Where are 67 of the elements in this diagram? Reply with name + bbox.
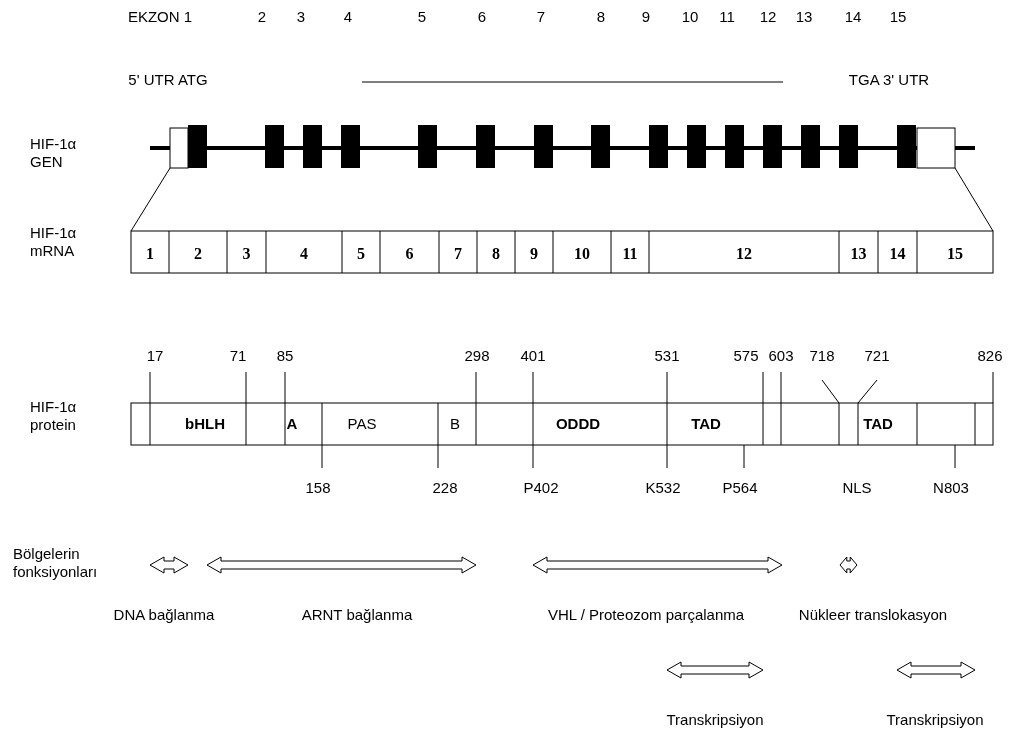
site-label: 158 [305, 479, 331, 497]
exon-number: 7 [454, 245, 462, 263]
residue-number: 531 [654, 347, 680, 365]
exon-number: 3 [296, 8, 306, 26]
domain-label: B [450, 415, 460, 433]
site-label: NLS [842, 479, 872, 497]
exon-number: EKZON 1 [127, 8, 193, 26]
residue-number: 826 [977, 347, 1003, 365]
row-label: Bölgelerin fonksiyonları [13, 545, 99, 581]
exon-number: 15 [889, 8, 907, 26]
utr-label: TGA 3' UTR [848, 71, 930, 89]
exon-number: 10 [574, 245, 590, 263]
function-label: VHL / Proteozom parçalanma [547, 606, 745, 624]
exon-number: 11 [719, 8, 735, 26]
exon-number: 12 [736, 245, 752, 263]
utr-label: 5' UTR ATG [128, 71, 208, 89]
exon-number: 14 [844, 8, 862, 26]
row-label: HIF-1α protein [30, 398, 78, 434]
residue-number: 721 [864, 347, 890, 365]
residue-number: 85 [276, 347, 294, 365]
exon-number: 3 [242, 245, 251, 263]
function-label: Nükleer translokasyon [798, 606, 948, 624]
function-label: Transkripsiyon [666, 711, 764, 729]
site-label: N803 [933, 479, 969, 497]
domain-label: ODDD [555, 415, 601, 433]
site-label: P402 [523, 479, 559, 497]
exon-number: 5 [357, 245, 365, 263]
residue-number: 603 [768, 347, 794, 365]
site-label: K532 [645, 479, 681, 497]
exon-number: 7 [536, 8, 546, 26]
exon-number: 9 [530, 245, 538, 263]
exon-number: 8 [596, 8, 606, 26]
domain-label: A [286, 415, 298, 433]
row-label: HIF-1α GEN [30, 135, 78, 171]
domain-label: bHLH [185, 415, 225, 433]
exon-number: 6 [405, 245, 414, 263]
residue-number: 401 [520, 347, 546, 365]
residue-number: 575 [733, 347, 759, 365]
function-label: DNA bağlanma [113, 606, 215, 624]
exon-number: 12 [759, 8, 777, 26]
exon-number: 10 [681, 8, 699, 26]
exon-number: 1 [146, 245, 154, 263]
exon-number: 9 [641, 8, 651, 26]
site-label: P564 [722, 479, 758, 497]
domain-label: TAD [863, 415, 893, 433]
exon-number: 15 [947, 245, 963, 263]
exon-number: 11 [622, 245, 638, 263]
exon-number: 6 [477, 8, 487, 26]
function-label: Transkripsiyon [886, 711, 984, 729]
exon-number: 5 [417, 8, 427, 26]
domain-label: TAD [691, 415, 721, 433]
residue-number: 71 [229, 347, 247, 365]
exon-number: 4 [343, 8, 353, 26]
residue-number: 298 [464, 347, 490, 365]
domain-label: PAS [347, 415, 377, 433]
exon-number: 4 [300, 245, 308, 263]
exon-number: 2 [194, 245, 202, 263]
function-label: ARNT bağlanma [301, 606, 413, 624]
exon-number: 8 [492, 245, 500, 263]
row-label: HIF-1α mRNA [30, 224, 78, 260]
exon-number: 2 [257, 8, 267, 26]
site-label: 228 [432, 479, 458, 497]
exon-number: 14 [889, 245, 906, 263]
exon-number: 13 [850, 245, 867, 263]
exon-number: 13 [795, 8, 813, 26]
residue-number: 718 [809, 347, 835, 365]
residue-number: 17 [146, 347, 164, 365]
